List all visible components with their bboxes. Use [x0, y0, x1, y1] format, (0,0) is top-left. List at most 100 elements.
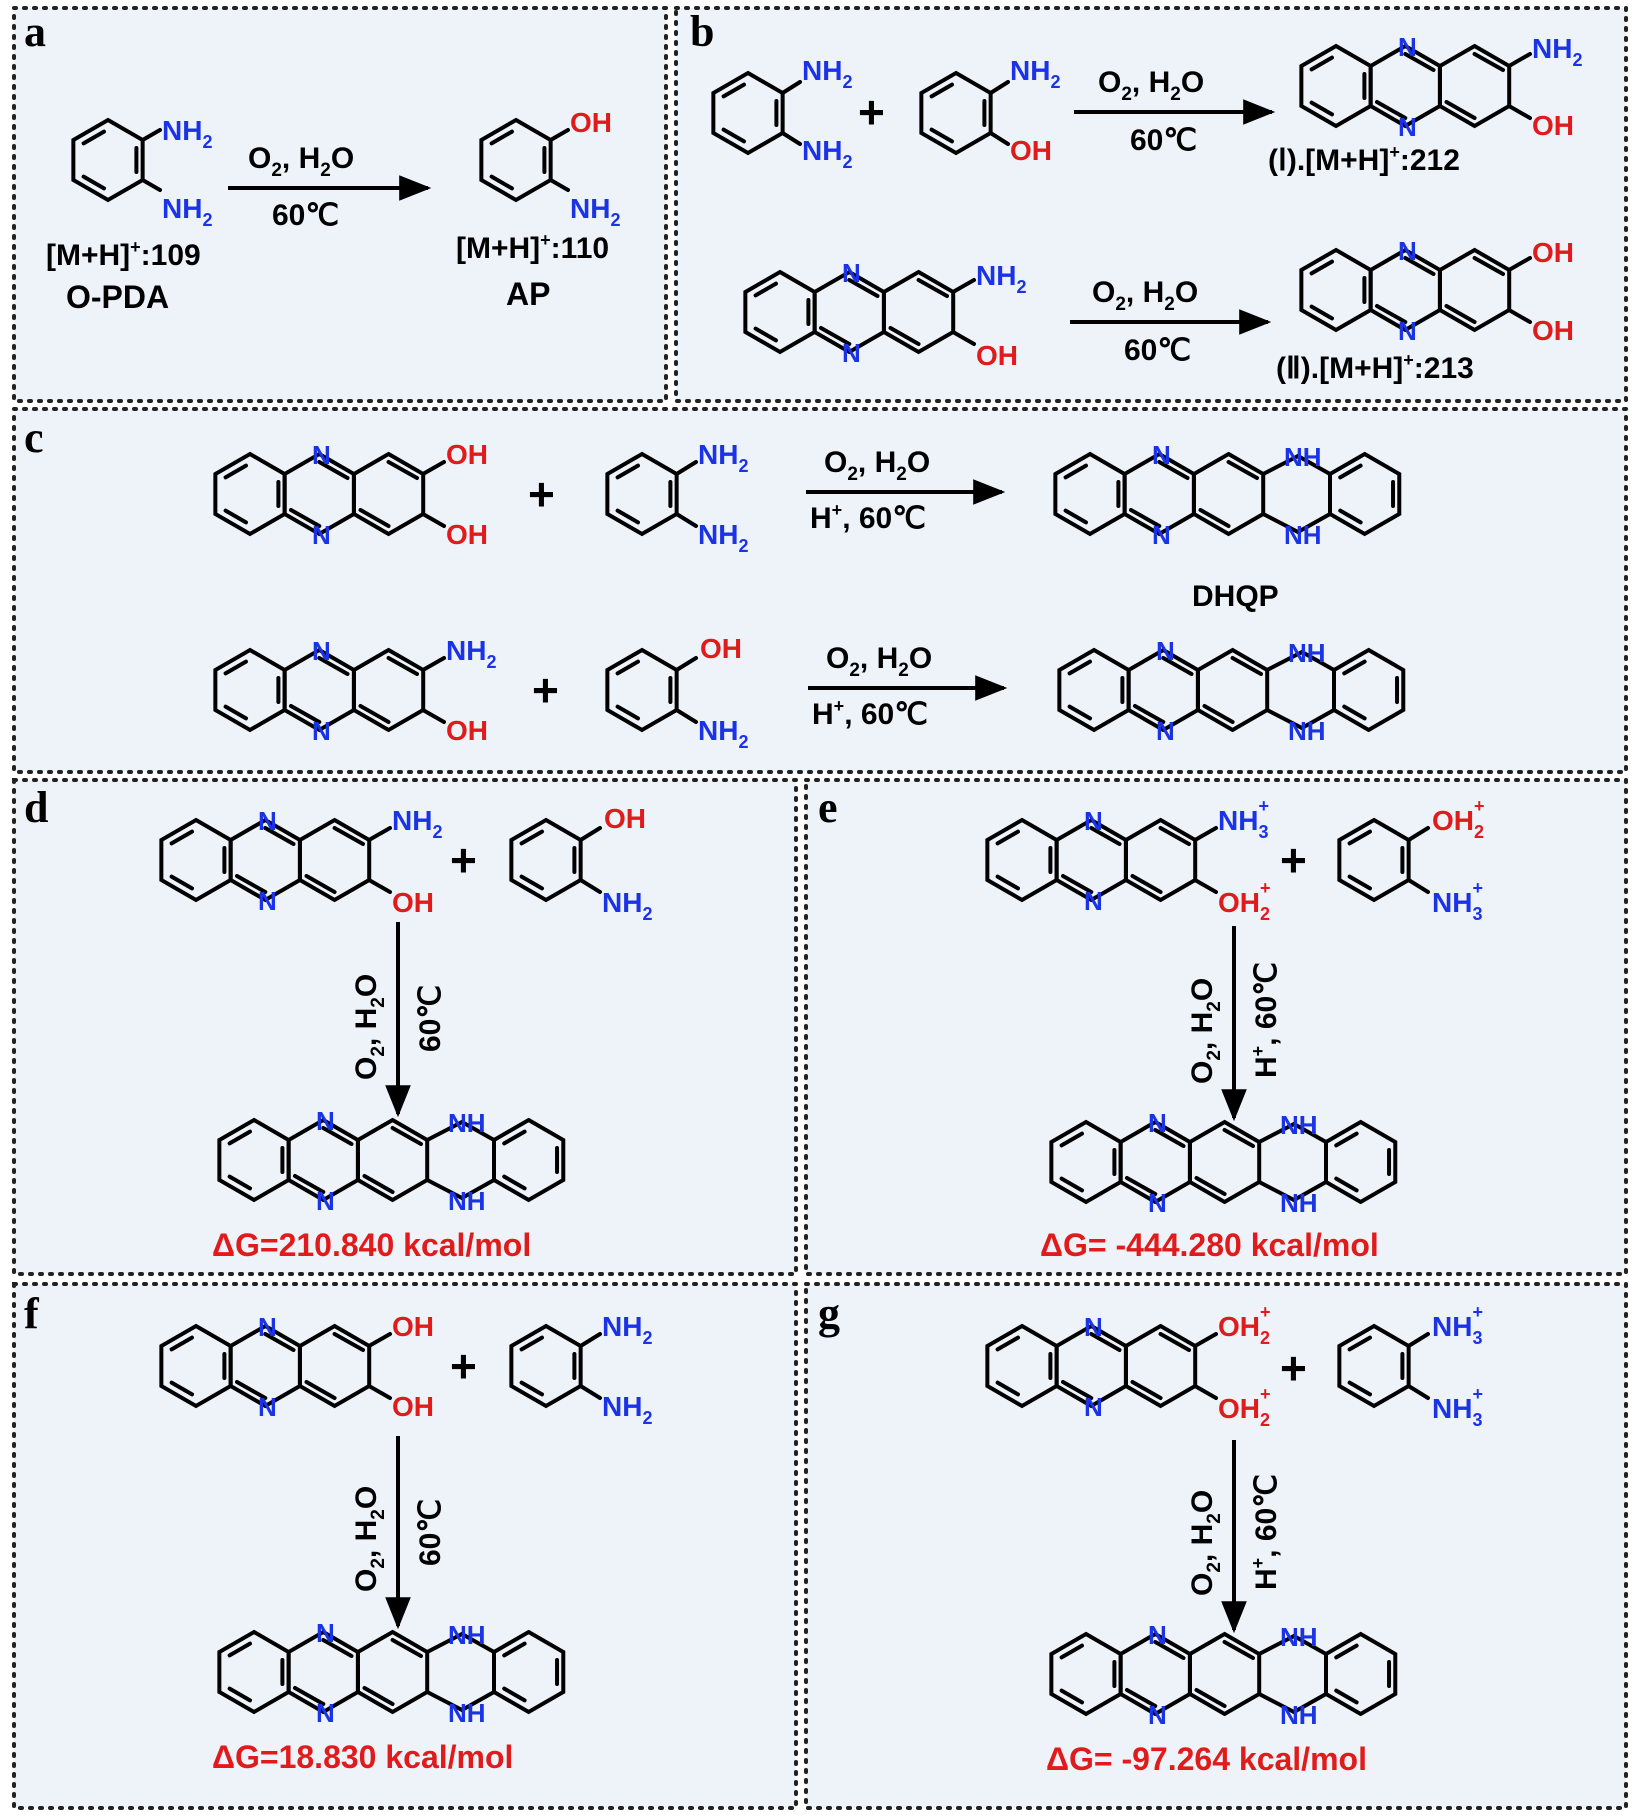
- svg-text:O2, H2O: O2, H2O: [1098, 66, 1204, 105]
- svg-text:O2, H2O: O2, H2O: [350, 1486, 389, 1592]
- panel-a-reactant-name: O-PDA: [66, 279, 169, 315]
- panel-c-arrow-1: O2, H2O H+, 60℃: [806, 446, 1006, 535]
- svg-text:NH: NH: [448, 1186, 486, 1216]
- svg-text:NH3+: NH3+: [1432, 878, 1483, 924]
- panel-b-arrow-1: O2, H2O 60℃: [1074, 66, 1276, 157]
- panel-b-plus-1: +: [858, 86, 885, 138]
- svg-text:NH2: NH2: [446, 635, 496, 672]
- svg-text:NH: NH: [448, 1108, 486, 1138]
- svg-text:NH: NH: [1280, 1700, 1318, 1730]
- panel-c-product-2: N N NH NH: [1059, 636, 1403, 746]
- svg-text:N: N: [316, 1186, 335, 1216]
- svg-text:H+, 60℃: H+, 60℃: [1248, 962, 1283, 1078]
- panel-a-product-ap: OH NH2: [479, 107, 620, 230]
- svg-text:N: N: [1084, 806, 1103, 836]
- panel-g-reactant-protonated-opda: NH3+ NH3+: [1337, 1302, 1483, 1430]
- svg-text:NH2: NH2: [698, 439, 748, 476]
- svg-text:NH2: NH2: [392, 805, 442, 842]
- panel-b-reactant-intermediate-1: N N NH2 OH: [745, 258, 1026, 371]
- svg-text:NH2: NH2: [162, 193, 212, 230]
- svg-text:O2, H2O: O2, H2O: [1186, 1490, 1225, 1596]
- svg-text:NH: NH: [448, 1698, 486, 1728]
- svg-text:N: N: [312, 716, 331, 746]
- svg-text:NH: NH: [1284, 442, 1322, 472]
- panel-e-arrow: O2, H2O H+, 60℃: [1186, 926, 1283, 1122]
- svg-text:O2, H2O: O2, H2O: [824, 446, 930, 485]
- panel-letter-e: e: [818, 783, 838, 832]
- svg-text:N: N: [312, 636, 331, 666]
- svg-text:NH2: NH2: [602, 1391, 652, 1428]
- panel-b-product-1: N N NH2 OH: [1301, 32, 1582, 142]
- svg-text:N: N: [1148, 1108, 1167, 1138]
- panel-f-frame: [12, 1282, 798, 1810]
- panel-g-reactant-protonated-phenazinediol: N N OH2+ OH2+: [987, 1302, 1271, 1430]
- svg-text:OH: OH: [1010, 135, 1052, 166]
- panel-e-product: N N NH NH: [1051, 1108, 1395, 1218]
- panel-e-delta-g: ΔG= -444.280 kcal/mol: [1040, 1227, 1379, 1263]
- svg-text:NH2: NH2: [602, 1311, 652, 1348]
- panel-d-reactant-aminophenazinol: N N NH2 OH: [161, 805, 442, 918]
- svg-text:N: N: [258, 886, 277, 916]
- svg-text:60℃: 60℃: [414, 1499, 447, 1566]
- panel-d-product: N N NH NH: [219, 1106, 563, 1216]
- panel-letter-c: c: [24, 413, 44, 462]
- panel-a-reactant-opda: NH2 NH2: [71, 115, 212, 230]
- svg-text:NH2: NH2: [976, 260, 1026, 297]
- panel-e-plus: +: [1280, 834, 1307, 886]
- panel-e-reactant-protonated-ap: OH2+ NH3+: [1337, 796, 1485, 924]
- svg-text:OH2+: OH2+: [1218, 1302, 1271, 1348]
- panel-a-arrow: O2, H2O 60℃: [228, 142, 432, 232]
- svg-text:NH2: NH2: [698, 715, 748, 752]
- panel-b-product-1-label: (Ⅰ).[M+H]+:212: [1268, 142, 1460, 177]
- panel-g-delta-g: ΔG= -97.264 kcal/mol: [1046, 1741, 1367, 1777]
- svg-text:N: N: [258, 1312, 277, 1342]
- svg-text:N: N: [842, 338, 861, 368]
- panel-d-arrow: O2, H2O 60℃: [350, 922, 447, 1118]
- svg-text:60℃: 60℃: [272, 199, 339, 232]
- svg-text:H+, 60℃: H+, 60℃: [810, 500, 926, 535]
- svg-text:N: N: [1084, 1312, 1103, 1342]
- svg-text:N: N: [312, 440, 331, 470]
- panel-g-frame: [804, 1282, 1628, 1810]
- svg-text:OH: OH: [1532, 315, 1574, 346]
- panel-f-arrow: O2, H2O 60℃: [350, 1436, 447, 1630]
- svg-text:O2, H2O: O2, H2O: [826, 642, 932, 681]
- panel-e-frame: [804, 778, 1628, 1276]
- svg-text:OH: OH: [570, 107, 612, 138]
- panel-c-product-dhqp: N N NH NH: [1055, 440, 1399, 550]
- svg-text:60℃: 60℃: [414, 985, 447, 1052]
- svg-text:N: N: [1152, 520, 1171, 550]
- svg-text:NH: NH: [1284, 520, 1322, 550]
- panel-a-reactant-mass: [M+H]+:109: [46, 237, 201, 272]
- panel-a-frame: [12, 6, 668, 403]
- svg-text:NH: NH: [1288, 638, 1326, 668]
- svg-text:H+, 60℃: H+, 60℃: [1248, 1474, 1283, 1590]
- panel-d-delta-g: ΔG=210.840 kcal/mol: [212, 1227, 531, 1263]
- svg-text:N: N: [1148, 1700, 1167, 1730]
- svg-text:OH: OH: [392, 1311, 434, 1342]
- svg-text:N: N: [1398, 316, 1417, 346]
- panel-f-delta-g: ΔG=18.830 kcal/mol: [212, 1739, 513, 1775]
- svg-text:NH: NH: [1288, 716, 1326, 746]
- svg-text:N: N: [842, 258, 861, 288]
- panel-letter-f: f: [24, 1289, 40, 1338]
- svg-text:H+, 60℃: H+, 60℃: [812, 696, 928, 731]
- panel-f-plus: +: [450, 1340, 477, 1392]
- svg-text:NH2: NH2: [162, 115, 212, 152]
- svg-text:O2, H2O: O2, H2O: [1092, 276, 1198, 315]
- svg-text:O2, H2O: O2, H2O: [1186, 978, 1225, 1084]
- svg-text:NH2: NH2: [698, 519, 748, 556]
- svg-text:OH: OH: [976, 340, 1018, 371]
- panel-d-plus: +: [450, 834, 477, 886]
- svg-text:OH: OH: [392, 1391, 434, 1422]
- svg-text:N: N: [316, 1106, 335, 1136]
- svg-text:OH2+: OH2+: [1218, 878, 1271, 924]
- svg-text:OH: OH: [392, 887, 434, 918]
- svg-text:OH: OH: [1532, 237, 1574, 268]
- svg-text:NH: NH: [1280, 1110, 1318, 1140]
- svg-text:O2, H2O: O2, H2O: [248, 142, 354, 181]
- panel-b-product-2: N N OH OH: [1301, 236, 1574, 346]
- panel-b-product-2-label: (Ⅱ).[M+H]+:213: [1276, 350, 1474, 385]
- panel-letter-b: b: [690, 7, 714, 56]
- svg-text:N: N: [1398, 236, 1417, 266]
